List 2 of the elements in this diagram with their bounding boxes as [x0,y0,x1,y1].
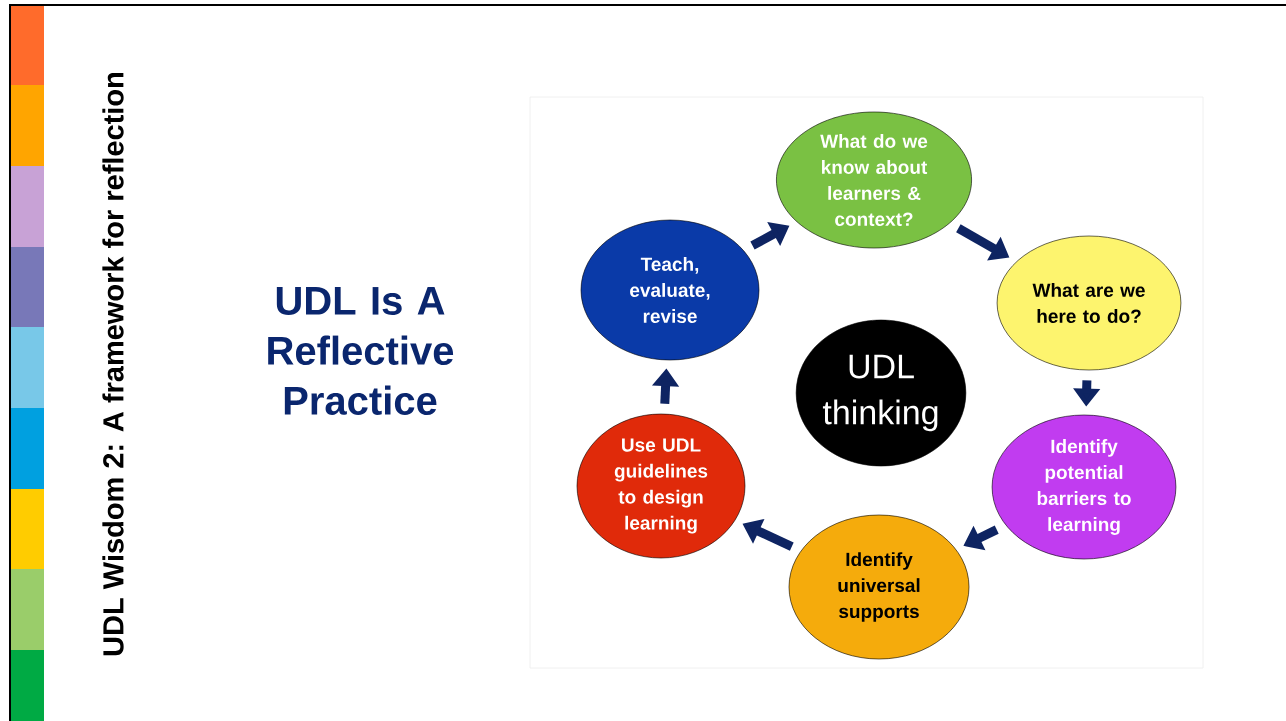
slide-title: UDL Is A Reflective Practice [268,287,454,415]
side-heading: UDL Wisdom 2: A framework for reflection [102,73,124,656]
